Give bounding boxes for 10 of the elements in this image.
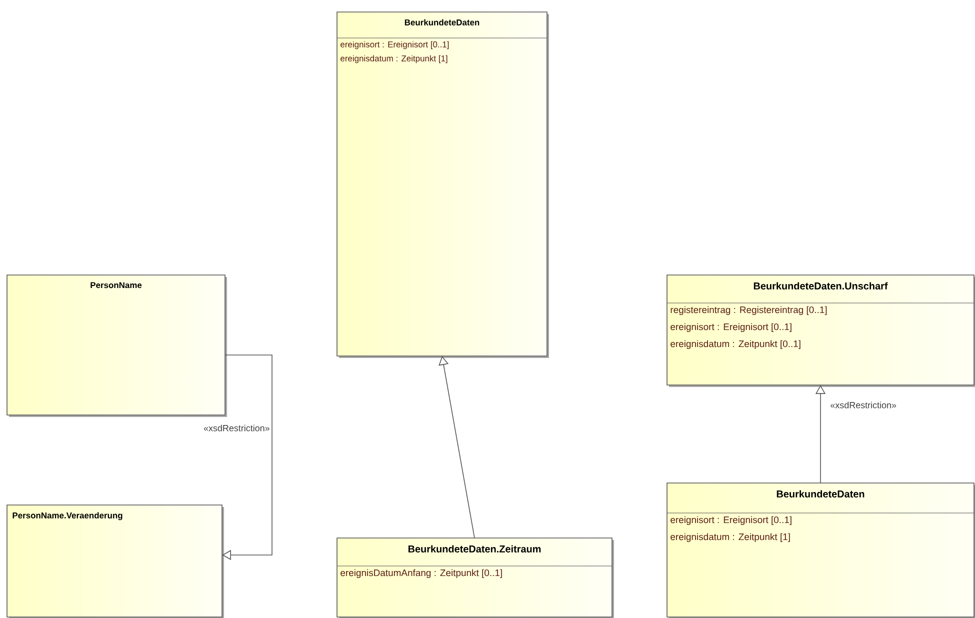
class-box: PersonName.Veraenderung xyxy=(6,504,224,618)
generalization-arrow xyxy=(438,356,475,538)
edge-label: «xsdRestriction» xyxy=(202,424,271,432)
class-box: BeurkundeteDaten.Zeitraum ereignisDatumAnfang : Zeitpunkt [0..1] xyxy=(336,538,614,618)
class-box: BeurkundeteDaten ereignisort : Ereignisort [0..1] ereignisdatum : Zeitpunkt [1] xyxy=(666,482,975,618)
class-box: PersonName xyxy=(6,274,227,417)
edge-label: «xsdRestriction» xyxy=(829,400,898,410)
generalization-arrow xyxy=(222,354,272,560)
class-box: BeurkundeteDaten ereignisort : Ereignisort [0..1] ereignisdatum : Zeitpunkt [1] xyxy=(336,12,549,358)
class-box: BeurkundeteDaten.Unscharf registereintrag : Registereintrag [0..1] ereignisort : Ereignisort [0..1] ereignisdatum : Zeitpunkt [0..1] xyxy=(666,274,975,387)
